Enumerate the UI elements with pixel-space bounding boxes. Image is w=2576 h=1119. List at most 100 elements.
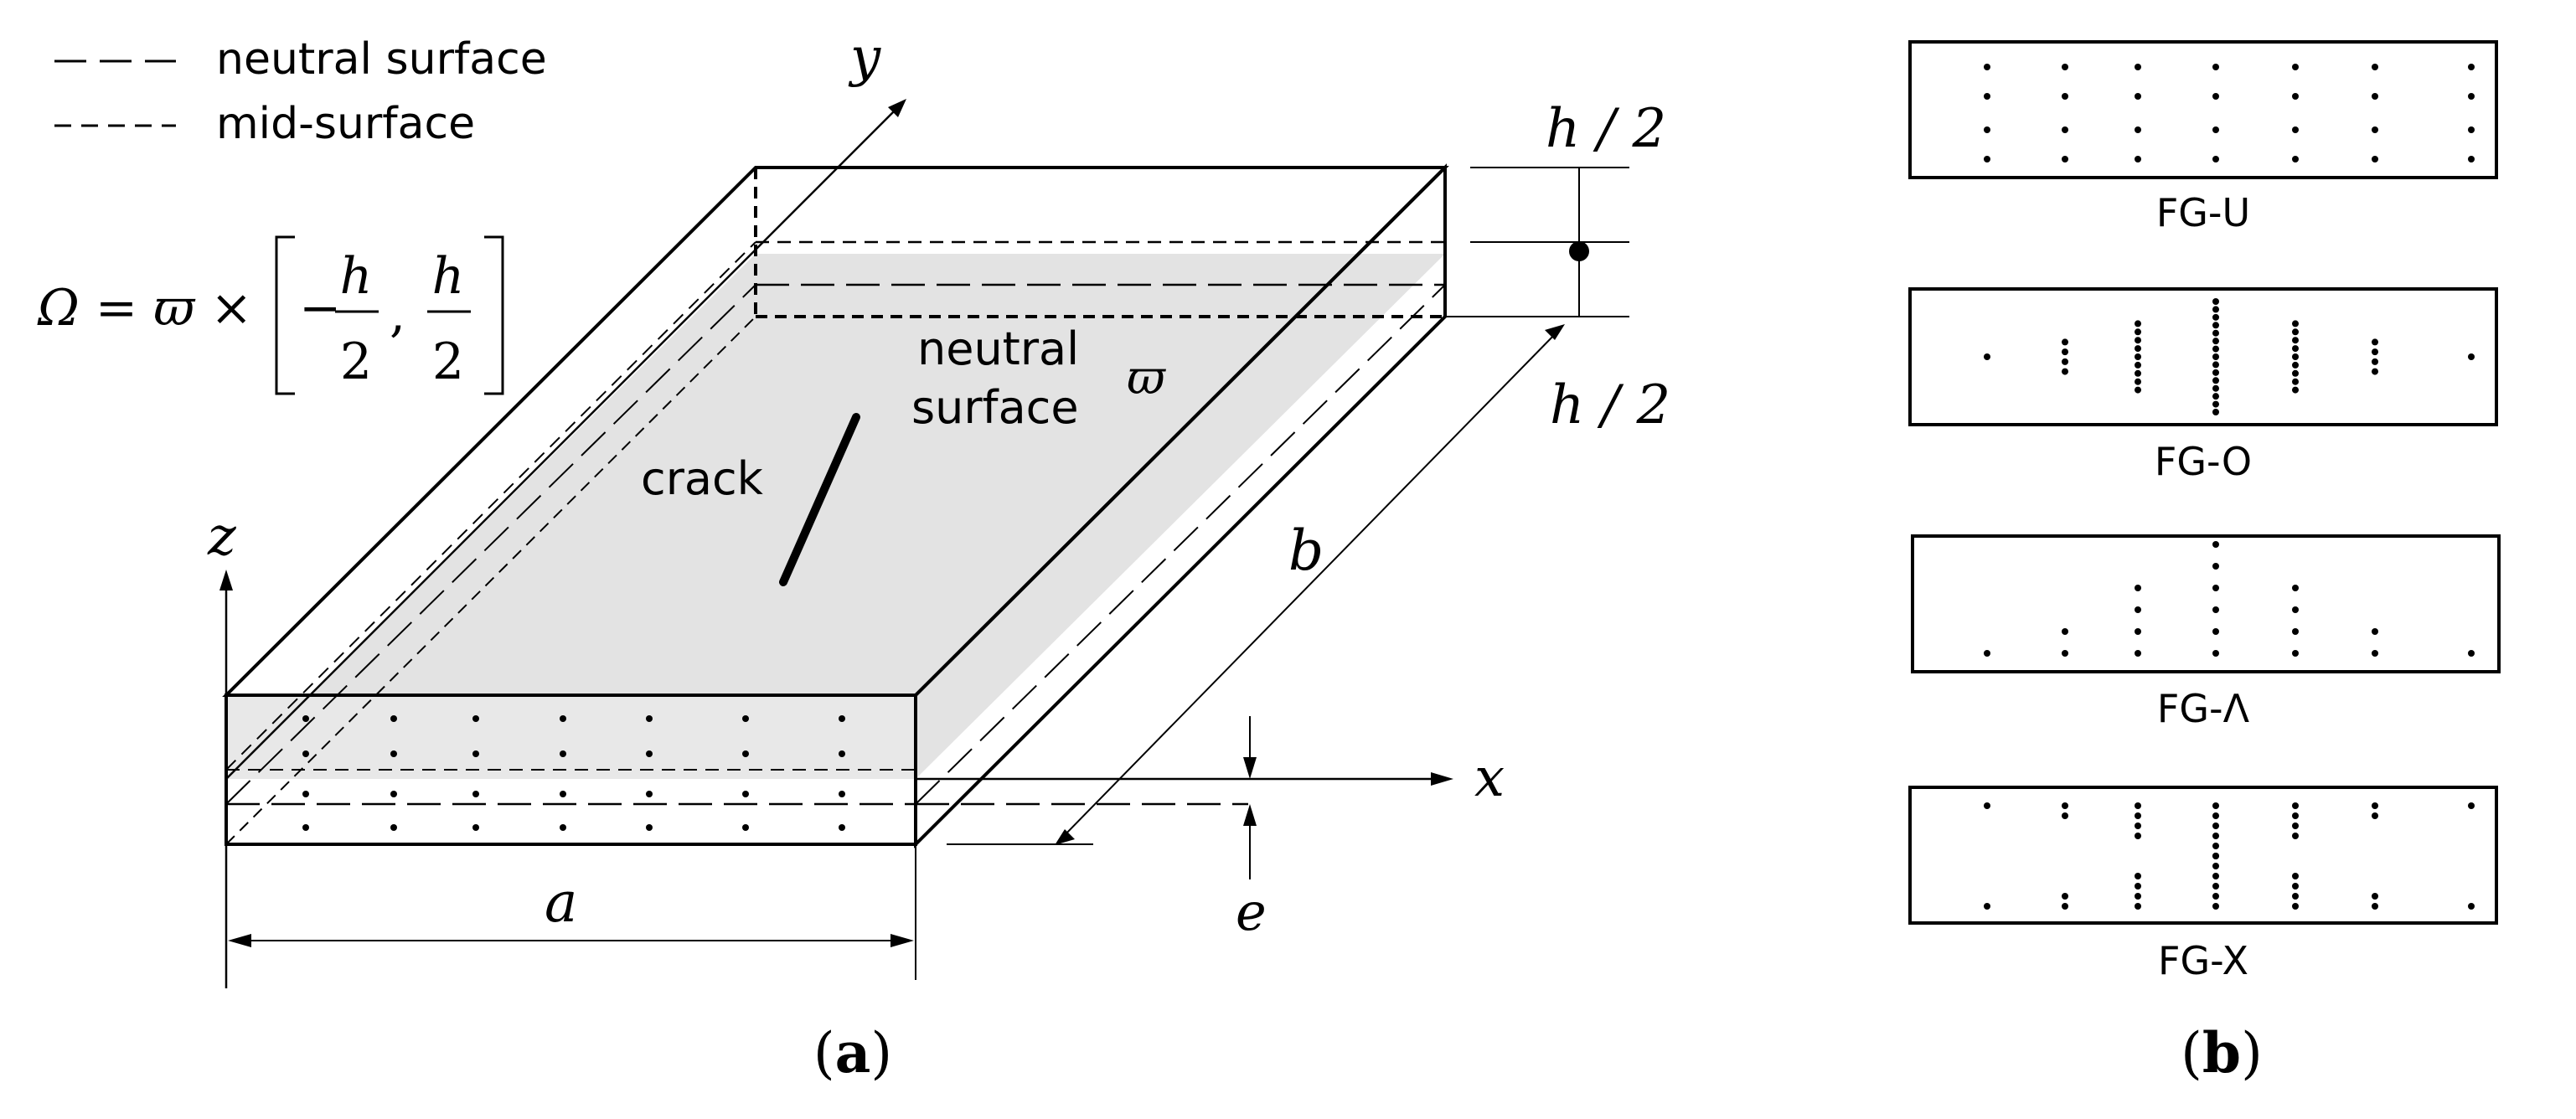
crack-label: crack xyxy=(641,452,764,505)
particle-dot xyxy=(2292,361,2299,369)
particle-dot xyxy=(2212,853,2219,859)
particle-dot xyxy=(390,824,397,831)
particle-dot xyxy=(2212,338,2219,345)
particle-dot xyxy=(2212,126,2219,133)
particle-dot xyxy=(2212,329,2219,337)
dim-b-line xyxy=(1059,328,1561,841)
particle-dot xyxy=(2292,606,2299,613)
particle-dot xyxy=(2372,126,2378,133)
particle-dot xyxy=(472,824,479,831)
particle-dot xyxy=(2135,369,2141,377)
particle-dot xyxy=(646,715,653,722)
crack-line xyxy=(779,413,860,586)
particle-dot xyxy=(2292,345,2299,353)
particle-dot xyxy=(472,715,479,722)
particle-dot xyxy=(2468,156,2475,162)
particle-dot xyxy=(2135,833,2141,839)
dim-e-label: e xyxy=(1236,881,1267,942)
dim-b-arrow-bottom xyxy=(1055,829,1075,845)
particle-dot xyxy=(2135,903,2141,910)
particle-dot xyxy=(2292,812,2299,819)
pattern-box-fg-x xyxy=(1908,786,2498,925)
particles-fg-lambda xyxy=(1984,541,2475,657)
particle-dot xyxy=(472,791,479,797)
particle-dot xyxy=(1984,903,1990,910)
particle-dot xyxy=(2468,64,2475,70)
particle-dot xyxy=(2292,822,2299,829)
particle-dot xyxy=(2135,320,2141,327)
particle-dot xyxy=(2372,93,2378,100)
pattern-box-fg-u xyxy=(1908,40,2498,179)
axis-x-label: x xyxy=(1474,747,1505,809)
particle-dot xyxy=(2292,802,2299,809)
particle-dot xyxy=(2212,345,2219,353)
pattern-fg-o: FG-O xyxy=(1908,287,2498,484)
particle-dot xyxy=(839,715,845,722)
particle-dot xyxy=(2212,628,2219,635)
particle-dot xyxy=(646,791,653,797)
particle-dot xyxy=(1984,802,1990,809)
particle-dot xyxy=(302,791,309,797)
particle-dot xyxy=(2062,650,2068,657)
particle-dot xyxy=(2135,361,2141,369)
particle-dot xyxy=(2212,883,2219,890)
pattern-box-fg-o xyxy=(1908,287,2498,426)
particle-dot xyxy=(2212,361,2219,369)
particle-dot xyxy=(2212,812,2219,819)
particle-dot xyxy=(2292,585,2299,591)
axis-y-label: y xyxy=(848,27,881,89)
dim-a-arrow-left xyxy=(228,934,251,947)
particle-dot xyxy=(2372,156,2378,162)
particle-dot xyxy=(2292,369,2299,377)
particles-fg-u xyxy=(1984,64,2475,162)
particle-dot xyxy=(560,715,566,722)
particle-dot xyxy=(839,750,845,757)
neutral-label-line2: surface xyxy=(911,381,1079,434)
particle-dot xyxy=(2292,320,2299,327)
particle-dot xyxy=(2135,606,2141,613)
particle-dot xyxy=(2372,893,2378,900)
particle-dot xyxy=(2135,328,2141,336)
dim-e-arrow-up xyxy=(1243,804,1257,826)
hidden-left-bottom xyxy=(225,316,756,845)
particle-dot xyxy=(742,715,749,722)
particle-dot xyxy=(2135,650,2141,657)
particle-dot xyxy=(2062,348,2068,356)
particle-dot xyxy=(2468,93,2475,100)
mid-surface-left xyxy=(225,241,756,771)
particle-dot xyxy=(2372,338,2378,346)
particles-fg-o xyxy=(1984,298,2475,415)
caption-a: (a) xyxy=(813,1020,892,1085)
particle-dot xyxy=(2372,903,2378,910)
x-axis-arrowhead xyxy=(1431,772,1453,786)
particle-dot xyxy=(302,715,309,722)
particle-dot xyxy=(2468,650,2475,657)
particle-dot xyxy=(2212,393,2219,400)
particle-dot xyxy=(2212,353,2219,360)
particle-dot xyxy=(2135,883,2141,890)
particle-dot xyxy=(1984,126,1990,133)
particle-dot xyxy=(2062,628,2068,635)
domain-eq-comma: , xyxy=(390,285,405,343)
particle-dot xyxy=(2062,893,2068,900)
particle-dot xyxy=(2212,903,2219,910)
particle-dot xyxy=(2212,384,2219,392)
particle-dot xyxy=(2135,93,2141,100)
dimensions: a b h / 2 h / 2 e xyxy=(225,98,1670,988)
particle-dot xyxy=(2292,64,2299,70)
particle-dot xyxy=(2212,650,2219,657)
particle-dot xyxy=(560,750,566,757)
domain-eq-prefix: Ω = ϖ × xyxy=(37,279,252,338)
legend-mid-label: mid-surface xyxy=(216,99,475,149)
particle-dot xyxy=(2135,386,2141,394)
particle-dot xyxy=(2212,843,2219,849)
particle-dot xyxy=(2212,409,2219,415)
domain-equation: Ω = ϖ × − h 2 , h 2 xyxy=(37,235,504,395)
particle-dot xyxy=(2292,328,2299,336)
particle-dot xyxy=(2212,322,2219,329)
particle-dot xyxy=(646,824,653,831)
dim-b-label: b xyxy=(1288,518,1324,583)
neutral-symbol: ϖ xyxy=(1127,351,1166,405)
particle-dot xyxy=(2468,802,2475,809)
